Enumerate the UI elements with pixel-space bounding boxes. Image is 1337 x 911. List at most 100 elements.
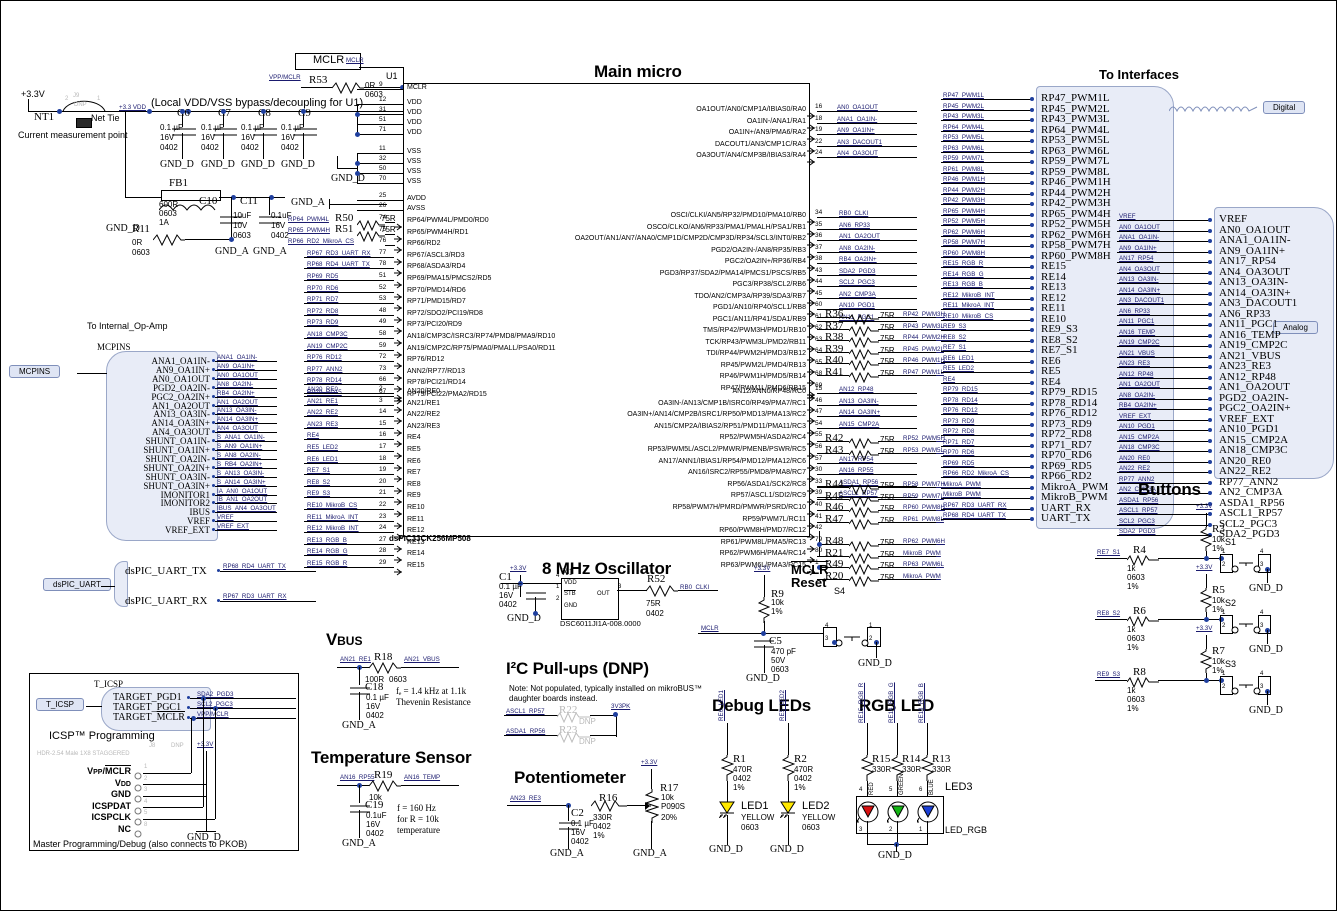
- mcpins-port: MCPINS: [9, 365, 61, 378]
- series-resistor-value: 75R: [880, 435, 895, 444]
- icsp-pin-pad[interactable]: [134, 814, 143, 832]
- r53-v1: 0R: [365, 81, 376, 90]
- mcu-pin-number: 37: [815, 244, 823, 251]
- button-series-tol: 1%: [1127, 582, 1139, 591]
- s4-left-body[interactable]: [823, 627, 837, 647]
- wire: [590, 735, 616, 736]
- mcu-pin-number: 63: [815, 336, 822, 343]
- analog-row-label: AN18_CMP3C: [1219, 444, 1288, 456]
- mcu-pin-label: VSS: [407, 148, 422, 155]
- wire: [215, 530, 277, 531]
- mcpins-row-label: AN9_OA1IN+: [155, 365, 210, 375]
- button-switch-left-body[interactable]: [1220, 554, 1233, 573]
- digital-row-label: RP73_RD9: [1041, 418, 1092, 430]
- series-resistor-net: RP52_PWM5H: [903, 435, 945, 442]
- analog-row-dot: [1208, 355, 1212, 359]
- wire: [878, 317, 936, 318]
- mcu-net-label: AN12_RP48: [839, 386, 874, 393]
- mcu-pin-arrow: [394, 517, 404, 535]
- series-resistor-net: RP58_PWM7H: [903, 481, 945, 488]
- c5-ref: C5: [769, 635, 782, 647]
- s4-right-body[interactable]: [867, 627, 881, 647]
- c1-v1: 0.1 µF: [499, 582, 522, 591]
- c18-ref: C18: [365, 681, 384, 693]
- mcpins-row-dot: [212, 475, 215, 478]
- button-pin-2: 2: [1222, 623, 1226, 629]
- icsp-row-label: TARGET_MCLR: [113, 712, 185, 723]
- wire: [878, 579, 936, 580]
- u1-refdes: U1: [386, 71, 398, 81]
- digital-row-label: RP72_RD8: [1041, 428, 1092, 440]
- mcpins-row-dot: [212, 430, 215, 433]
- mcu-pin-arrow: [394, 482, 404, 500]
- series-resistor-net: RP42_PWM3H: [903, 311, 945, 318]
- button-switch[interactable]: [1231, 559, 1261, 580]
- mclr-box-label: MCLR: [313, 54, 345, 66]
- mcpins-row-label: PGD2_OA2IN-: [153, 383, 210, 393]
- wire: [357, 163, 403, 164]
- mcpins-row-net: AN4_OA3OUT: [217, 425, 258, 432]
- mcu-pin-number: 70: [379, 175, 387, 182]
- wire: [215, 495, 277, 496]
- icsp-pin-number: 3: [144, 787, 148, 793]
- icsp-pin-pad[interactable]: [134, 803, 143, 821]
- digital-row-net: RP79_RD15: [943, 386, 978, 393]
- icsp-pin-pad[interactable]: [134, 768, 143, 786]
- analog-row-dot: [1208, 502, 1212, 506]
- mcu-pin-label: RP57/ASCL1/SDI2/RC9: [730, 492, 806, 499]
- button-switch[interactable]: [1231, 620, 1261, 641]
- series-resistor-ref: R36: [825, 308, 844, 320]
- mcu-pin-number: 56: [815, 443, 823, 450]
- icsp-pin-pad[interactable]: [134, 791, 143, 809]
- button-switch-right-body[interactable]: [1258, 676, 1271, 695]
- icsp-pin-pad[interactable]: [134, 780, 143, 798]
- mcu-pin-label: RP71/PMD15/RD7: [407, 298, 466, 305]
- debug-led-resistor-v3: 1%: [794, 783, 806, 792]
- digital-row-label: RE9_S3: [1041, 323, 1078, 335]
- mcu-pin-arrow: [807, 305, 817, 323]
- wire: [215, 388, 277, 389]
- bypass-cap-v2: 16V: [241, 133, 256, 142]
- mcu-net-label: RE8_S2: [307, 479, 331, 486]
- button-switch[interactable]: [1231, 681, 1261, 702]
- r53-body: [331, 81, 364, 99]
- mclr-net: MCLR: [701, 625, 719, 632]
- icsp-pin-label: VPP/MCLR: [87, 766, 131, 776]
- mcu-pin-label: PGD3/RP37/SDA2/PMA14/PMCS1/PSCS/RB5: [659, 270, 806, 277]
- mcu-pin-arrow: [394, 435, 404, 453]
- analog-row-dot: [1208, 470, 1212, 474]
- wire: [941, 204, 1033, 205]
- icsp-gnd: GND_D: [187, 832, 221, 843]
- s4-switch[interactable]: [835, 633, 869, 654]
- icsp-pin-pad[interactable]: [134, 826, 143, 844]
- fb1-v3: 1A: [159, 218, 169, 227]
- c18-v1: 0.1 µF: [366, 693, 389, 702]
- mcpins-row-net: S_AN13_OA3IN-: [217, 470, 265, 477]
- digital-row-dot: [1030, 475, 1034, 479]
- button-switch-right-body[interactable]: [1258, 554, 1271, 573]
- debug-led-resistor-v2: 0402: [733, 774, 751, 783]
- mcpins-row-dot: [212, 510, 215, 513]
- wire: [215, 379, 277, 380]
- analog-row-dot: [1208, 313, 1212, 317]
- digital-row-label: RP53_PWM5L: [1041, 134, 1110, 146]
- digital-row-label: RP60_PWM8H: [1041, 250, 1111, 262]
- series-resistor-value: 75R: [880, 481, 895, 490]
- mcu-net-label: RP67_RD3_UART_RX: [307, 250, 371, 257]
- mcpins-row-net: AN14_OA3IN+: [217, 416, 259, 423]
- mcu-net-label: AN22_RE2: [307, 409, 338, 416]
- wire: [941, 162, 1033, 163]
- icsp-pin-number: 5: [144, 810, 148, 816]
- wire: [817, 441, 849, 442]
- digital-row-net: RP43_PWM3L: [943, 113, 984, 120]
- button-switch-right-body[interactable]: [1258, 615, 1271, 634]
- rgb-leg-pin-top: 4: [859, 787, 863, 793]
- c2-v2: 16V: [571, 828, 586, 837]
- mcu-pin-label: TMS/RP42/PWM3H/PMD1/RB10: [702, 327, 806, 334]
- series-resistor-body: [848, 347, 879, 365]
- wire: [941, 152, 1033, 153]
- button-switch-left-body[interactable]: [1220, 676, 1233, 695]
- digital-row-dot: [1030, 97, 1034, 101]
- button-switch-left-body[interactable]: [1220, 615, 1233, 634]
- wire: [941, 257, 1033, 258]
